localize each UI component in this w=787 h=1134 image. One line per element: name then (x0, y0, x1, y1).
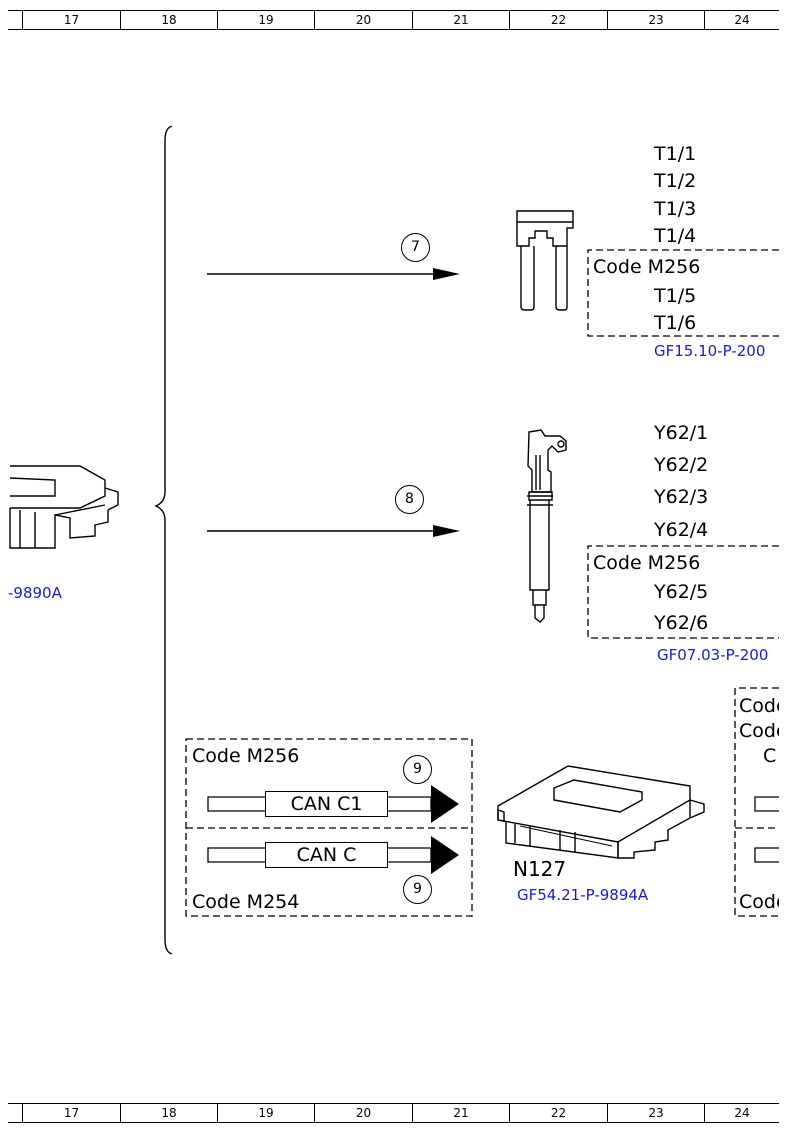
can-c-bus-label: CAN C (265, 842, 388, 868)
code-label: Code M256 (593, 256, 701, 278)
right-cut-code-box (734, 687, 779, 917)
ruler-col-22: 22 (509, 11, 607, 29)
ruler-col-24: 24 (704, 1104, 779, 1122)
ruler-col-20: 20 (314, 11, 412, 29)
y62-reference-link[interactable]: GF07.03-P-200 (657, 646, 769, 664)
ruler-col-21: 21 (412, 1104, 509, 1122)
t1-reference-link[interactable]: GF15.10-P-200 (654, 342, 766, 360)
top-grid-ruler: 17 18 19 20 21 22 23 24 (8, 10, 779, 30)
ruler-col-19: 19 (217, 11, 314, 29)
injector-label: Y62/4 (654, 519, 709, 541)
can-code-box (185, 738, 473, 917)
ruler-col-23: 23 (607, 1104, 704, 1122)
step-marker-9: 9 (403, 875, 432, 904)
ruler-col-20: 20 (314, 1104, 412, 1122)
ruler-col-24: 24 (704, 11, 779, 29)
grouping-brace (154, 125, 173, 955)
control-unit-n127-illustration (497, 765, 705, 859)
can-c1-bus-label: CAN C1 (265, 791, 388, 817)
terminal-label: T1/5 (654, 285, 697, 307)
step-marker-9: 9 (403, 755, 432, 784)
device-label-n127: N127 (513, 857, 567, 881)
terminal-block-illustration (516, 210, 574, 311)
n127-reference-link[interactable]: GF54.21-P-9894A (517, 886, 649, 904)
injector-label: Y62/5 (654, 581, 709, 603)
ruler-col-23: 23 (607, 11, 704, 29)
terminal-label: T1/4 (654, 225, 697, 247)
left-control-unit-illustration (9, 465, 119, 549)
ruler-col-18: 18 (120, 1104, 217, 1122)
terminal-label: T1/2 (654, 170, 697, 192)
injector-label: Y62/1 (654, 422, 709, 444)
terminal-label: T1/6 (654, 312, 697, 334)
bottom-grid-ruler: 17 18 19 20 21 22 23 24 (8, 1103, 779, 1123)
ruler-col-22: 22 (509, 1104, 607, 1122)
terminal-label: T1/3 (654, 198, 697, 220)
ruler-col-21: 21 (412, 11, 509, 29)
code-label: C (763, 745, 777, 767)
injector-illustration (527, 429, 567, 623)
ruler-col-19: 19 (217, 1104, 314, 1122)
step-marker-7: 7 (401, 233, 430, 262)
code-label: Code M256 (593, 552, 701, 574)
code-label: Code (739, 695, 787, 717)
code-label: Code (739, 891, 787, 913)
terminal-label: T1/1 (654, 143, 697, 165)
injector-label: Y62/2 (654, 454, 709, 476)
t1-code-box (587, 249, 779, 337)
ruler-col-17: 17 (22, 1104, 120, 1122)
left-unit-reference-link[interactable]: -9890A (8, 584, 62, 602)
injector-label: Y62/6 (654, 612, 709, 634)
page-right-margin (779, 0, 787, 1134)
ruler-col-17: 17 (22, 11, 120, 29)
ruler-col-18: 18 (120, 11, 217, 29)
code-label: Code M254 (192, 891, 300, 913)
step-marker-8: 8 (395, 485, 424, 514)
injector-label: Y62/3 (654, 486, 709, 508)
y62-code-box (587, 545, 779, 639)
code-label: Code M256 (192, 745, 300, 767)
code-label: Code (739, 720, 787, 742)
